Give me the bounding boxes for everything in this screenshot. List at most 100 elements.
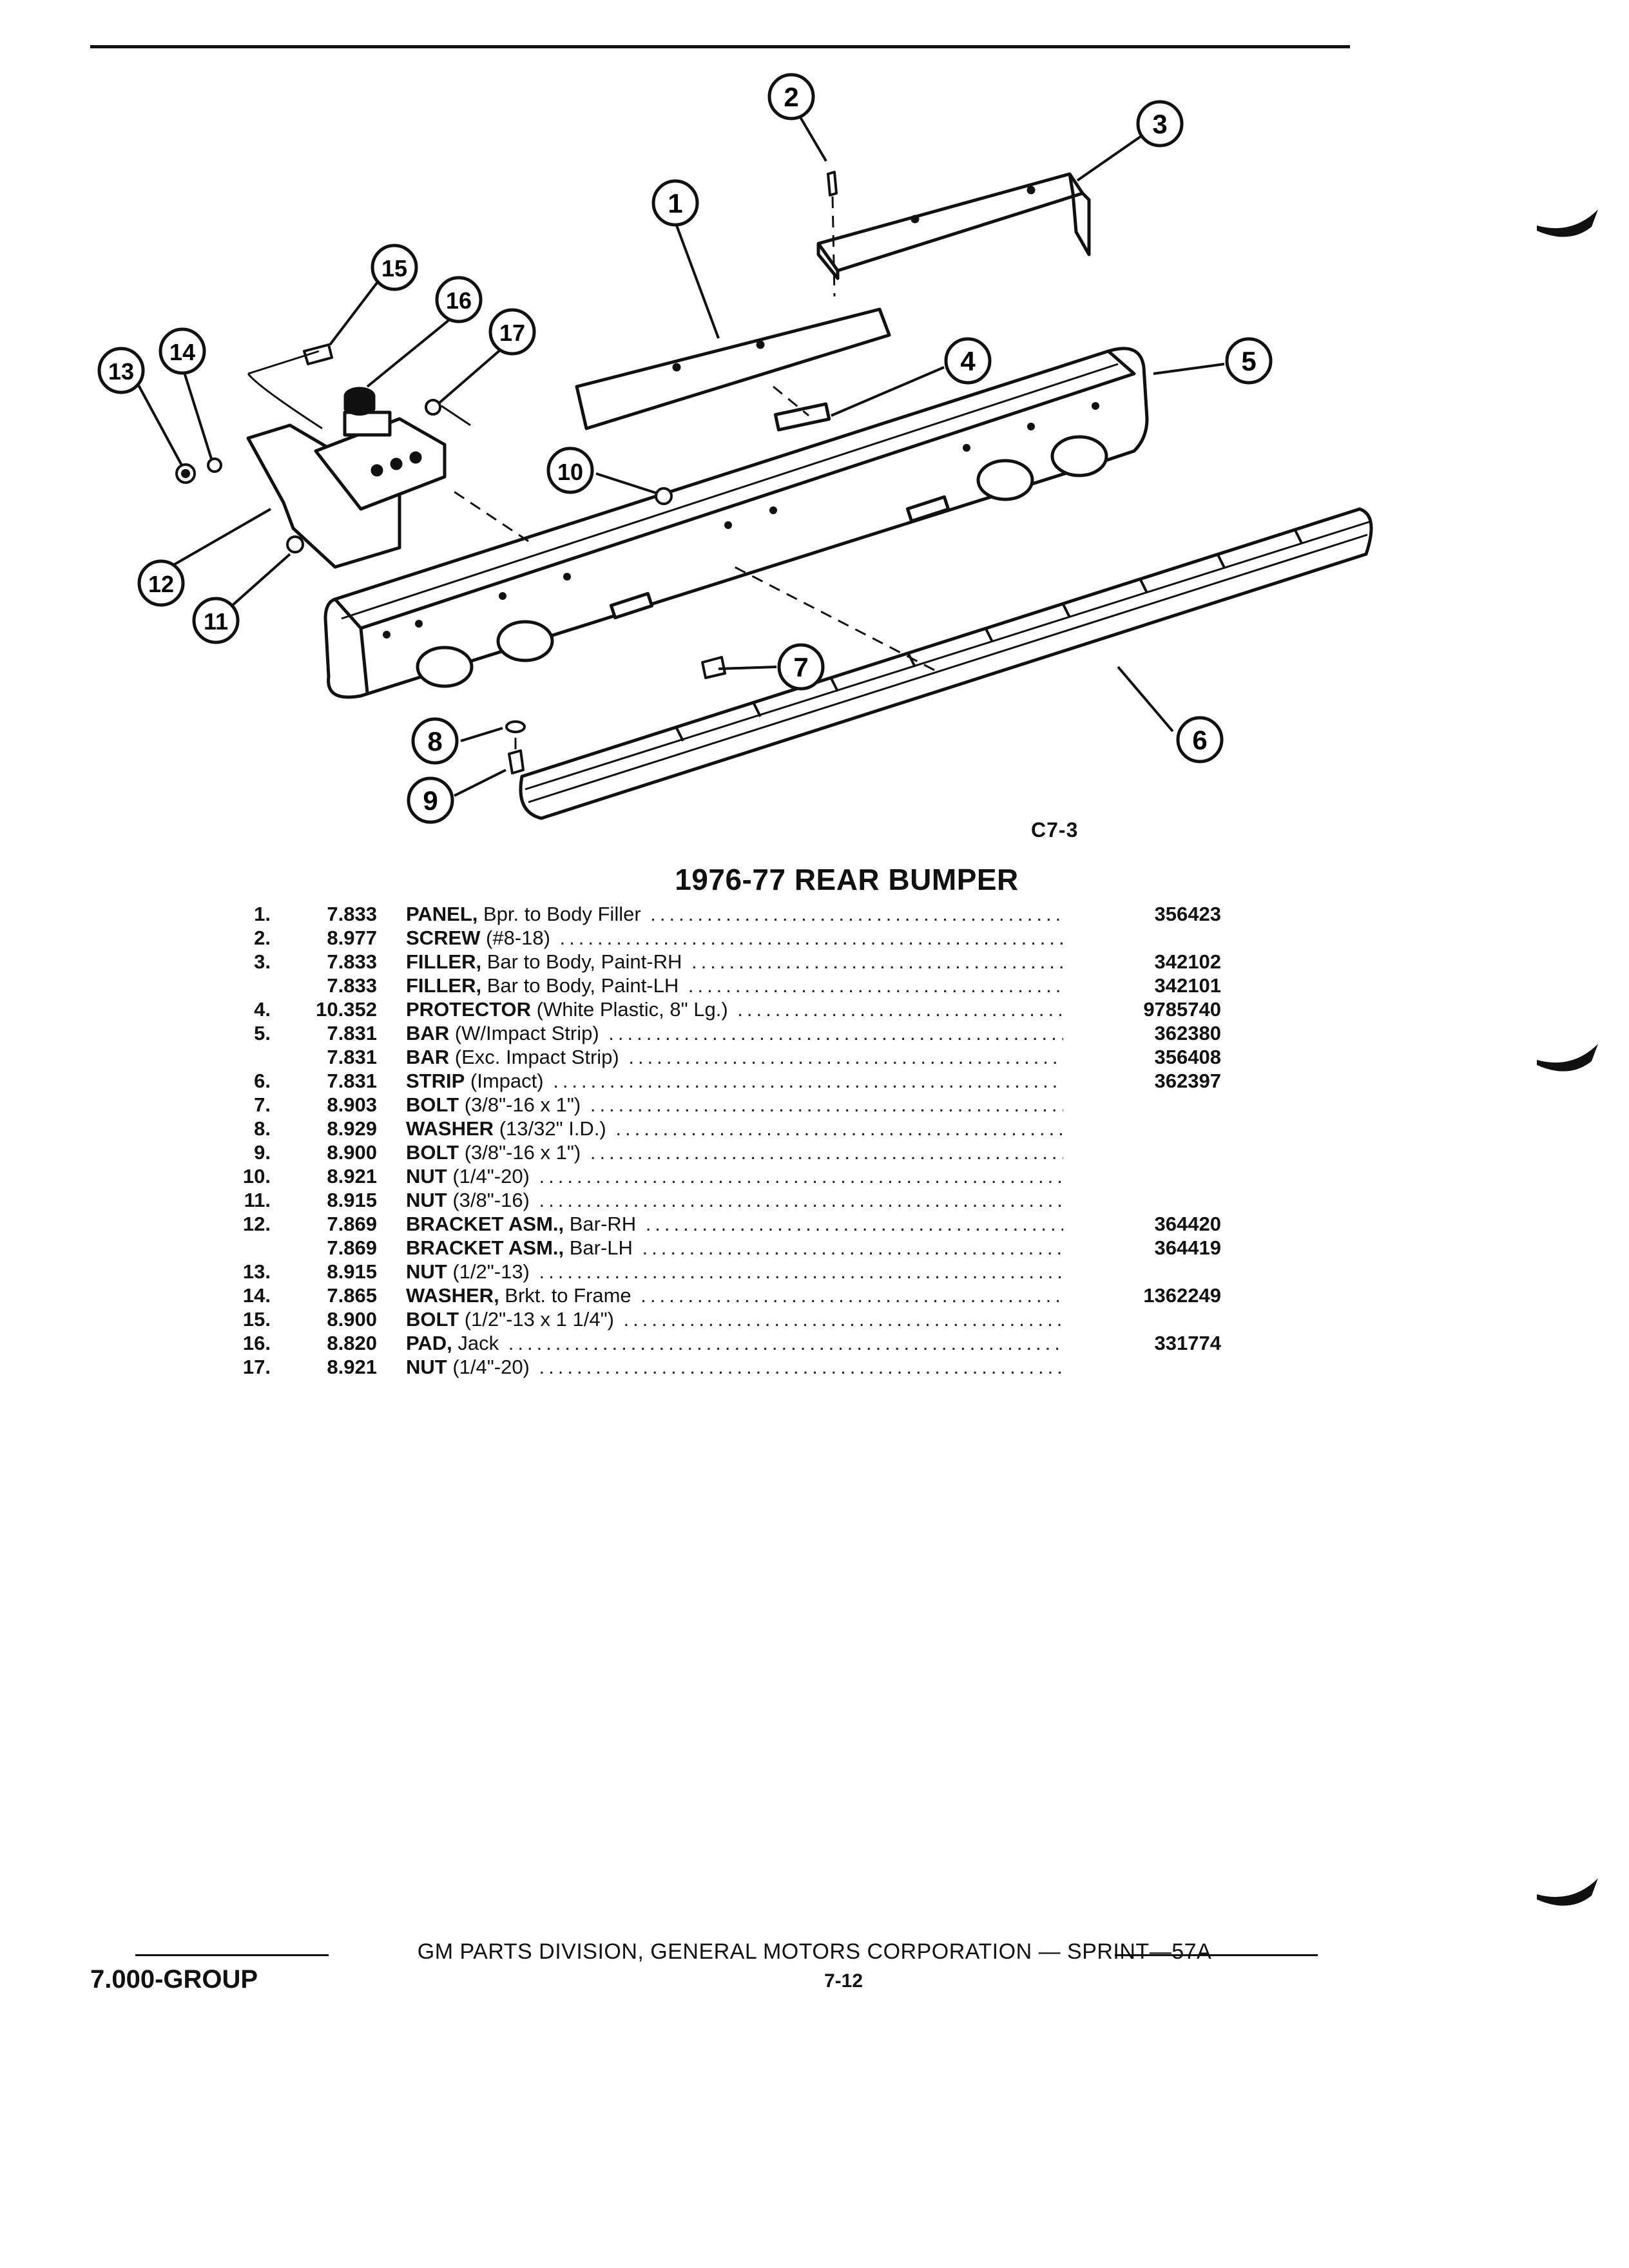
parts-row: 9. 8.900 BOLT (3/8"-16 x 1") .............… — [213, 1140, 1218, 1164]
leader-dots: ........................................… — [645, 1213, 1063, 1235]
group-number: 8.929 — [327, 1117, 377, 1140]
item-number: 12. — [242, 1213, 271, 1235]
leader-dots: ........................................… — [559, 927, 1063, 949]
leader-dots: ........................................… — [628, 1046, 1063, 1068]
part-description: STRIP (Impact) .........................… — [406, 1069, 1063, 1093]
item-number: 5. — [254, 1022, 271, 1044]
group-number: 7.831 — [327, 1022, 377, 1044]
group-number: 7.833 — [327, 950, 377, 973]
part-detail: (#8-18) — [480, 927, 550, 949]
leader-dots: ........................................… — [553, 1070, 1063, 1092]
item-number: 10. — [242, 1165, 271, 1187]
part-name: WASHER — [406, 1117, 494, 1140]
part-description: FILLER, Bar to Body, Paint-RH ..........… — [406, 950, 1063, 974]
callout-6: 6 — [1176, 716, 1224, 764]
leader-dots: ........................................… — [641, 1284, 1063, 1307]
binding-mark — [1537, 1878, 1598, 1906]
part-detail: (1/2"-13 x 1 1/4") — [459, 1308, 614, 1331]
part-number: 364419 — [1154, 1236, 1221, 1259]
callout-14: 14 — [159, 327, 206, 375]
part-name: NUT — [406, 1356, 447, 1378]
leader-dots: ........................................… — [691, 950, 1063, 973]
item-number: 4. — [254, 998, 271, 1021]
part-number: 9785740 — [1143, 998, 1221, 1021]
svg-text:15: 15 — [381, 255, 407, 282]
leader-dots: ........................................… — [539, 1165, 1064, 1187]
leader-dots: ........................................… — [650, 903, 1063, 925]
part-description: PAD, Jack ..............................… — [406, 1331, 1063, 1355]
svg-text:4: 4 — [960, 346, 976, 376]
callout-11: 11 — [192, 597, 240, 644]
part-detail: Brkt. to Frame — [499, 1284, 631, 1307]
callout-4: 4 — [944, 337, 992, 385]
footer-rule-right — [1115, 1954, 1318, 1956]
leader-dots: ........................................… — [590, 1141, 1063, 1164]
page-title: 1976-77 REAR BUMPER — [675, 863, 1019, 896]
svg-text:14: 14 — [169, 339, 195, 365]
top-rule — [90, 45, 1350, 48]
svg-text:9: 9 — [423, 785, 438, 816]
rear-bumper-exploded-diagram: 1 2 3 4 5 6 7 8 9 10 11 12 13 14 15 16 1… — [97, 73, 1373, 824]
group-number: 8.820 — [327, 1332, 377, 1354]
group-number: 8.915 — [327, 1189, 377, 1211]
bumper-bar-part — [323, 347, 1149, 699]
part-number: 1362249 — [1143, 1284, 1221, 1307]
item-number: 8. — [254, 1117, 271, 1140]
part-description: BAR (Exc. Impact Strip) ................… — [406, 1045, 1063, 1069]
leader-dots: ........................................… — [539, 1260, 1064, 1283]
group-number: 8.921 — [327, 1356, 377, 1378]
footer-publisher: GM PARTS DIVISION, GENERAL MOTORS CORPOR… — [417, 1939, 1212, 1964]
svg-text:5: 5 — [1241, 346, 1256, 376]
part-detail: (1/2"-13) — [447, 1260, 530, 1283]
part-number: 362397 — [1154, 1070, 1221, 1092]
part-detail: (White Plastic, 8" Lg.) — [531, 998, 728, 1021]
item-number: 15. — [242, 1308, 271, 1331]
part-detail: Bar to Body, Paint-RH — [481, 950, 682, 973]
leader-dots: ........................................… — [688, 974, 1063, 997]
part-description: SCREW (#8-18) ..........................… — [406, 926, 1063, 950]
group-number: 8.915 — [327, 1260, 377, 1283]
part-number: 331774 — [1154, 1332, 1221, 1354]
svg-text:12: 12 — [148, 571, 174, 597]
part-detail: (1/4"-20) — [447, 1165, 530, 1187]
group-number: 8.900 — [327, 1308, 377, 1331]
part-name: FILLER, — [406, 974, 482, 997]
filler-part — [816, 172, 1091, 280]
callout-9: 9 — [407, 776, 454, 824]
part-description: NUT (1/4"-20) ..........................… — [406, 1355, 1063, 1379]
group-number: 7.831 — [327, 1070, 377, 1092]
panel-part — [575, 307, 891, 430]
part-number: 364420 — [1154, 1213, 1221, 1235]
group-number: 8.900 — [327, 1141, 377, 1164]
binding-mark — [1537, 1044, 1598, 1072]
svg-text:1: 1 — [668, 188, 682, 218]
part-name: NUT — [406, 1260, 447, 1283]
group-number: 8.903 — [327, 1093, 377, 1116]
part-detail: (3/8"-16 x 1") — [459, 1093, 581, 1116]
callout-7: 7 — [777, 643, 825, 691]
part-name: NUT — [406, 1189, 447, 1211]
part-description: BOLT (3/8"-16 x 1") ....................… — [406, 1140, 1063, 1164]
part-name: BRACKET ASM., — [406, 1236, 564, 1259]
callout-15: 15 — [371, 244, 418, 291]
leader-dots: ........................................… — [615, 1117, 1063, 1140]
footer-group: 7.000-GROUP — [90, 1965, 258, 1994]
part-detail: (13/32" I.D.) — [494, 1117, 606, 1140]
item-number: 11. — [244, 1189, 271, 1211]
callout-bubbles: 1 2 3 4 5 6 7 8 9 10 11 12 13 14 15 16 1… — [97, 73, 1273, 824]
part-description: PROTECTOR (White Plastic, 8" Lg.) ......… — [406, 997, 1063, 1021]
group-number: 8.977 — [327, 927, 377, 949]
item-number: 9. — [254, 1141, 271, 1164]
protector-part — [773, 402, 831, 432]
parts-row: 8. 8.929 WASHER (13/32" I.D.) ............… — [213, 1117, 1218, 1140]
svg-text:17: 17 — [499, 320, 525, 346]
part-detail: (1/4"-20) — [447, 1356, 530, 1378]
